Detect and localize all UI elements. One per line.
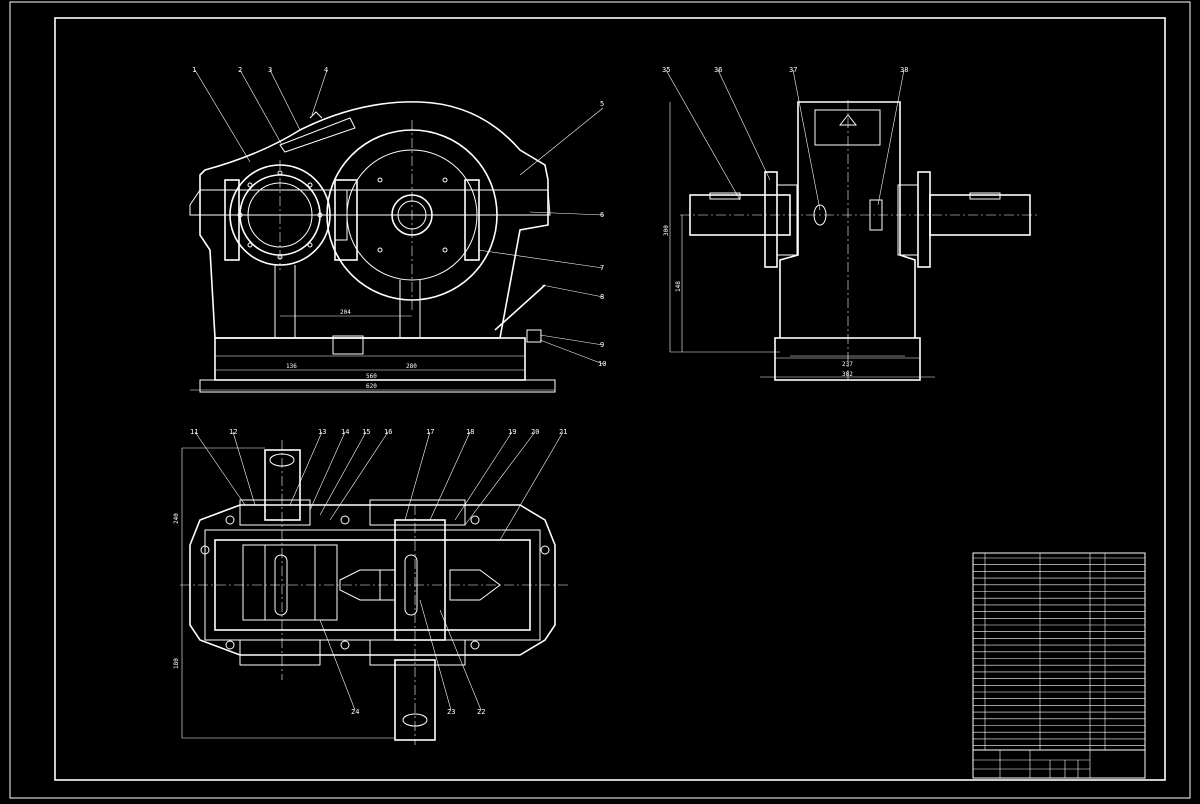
part-label: 24 — [351, 708, 359, 716]
part-label: 22 — [477, 708, 485, 716]
part-label: 17 — [426, 428, 434, 436]
dimension-value: 136 — [286, 363, 297, 370]
part-label: 20 — [531, 428, 539, 436]
dimension-values: 204 136 280 560 620 300 148 237 382 240 … — [173, 225, 853, 669]
dimension-value: 300 — [663, 225, 670, 236]
part-label: 23 — [447, 708, 455, 716]
part-label: 3 — [268, 66, 272, 74]
part-label: 19 — [508, 428, 516, 436]
dimension-value: 148 — [675, 281, 682, 292]
part-label: 13 — [318, 428, 326, 436]
dimension-value: 382 — [842, 371, 853, 378]
dimension-value: 204 — [340, 309, 351, 316]
part-label: 15 — [362, 428, 370, 436]
dimension-value: 180 — [173, 658, 180, 669]
part-label: 2 — [238, 66, 242, 74]
part-label: 37 — [789, 66, 797, 74]
part-label: 5 — [600, 100, 604, 108]
side-view — [669, 100, 1040, 381]
outer-border — [9, 1, 1191, 799]
front-view — [189, 101, 556, 393]
dimension-value: 280 — [406, 363, 417, 370]
dimension-value: 560 — [366, 373, 377, 380]
part-label: 11 — [190, 428, 198, 436]
inner-frame — [54, 17, 1166, 781]
part-label: 36 — [714, 66, 722, 74]
part-labels: 1 2 3 4 5 6 7 8 9 10 35 36 37 38 11 12 1… — [190, 66, 908, 716]
dimension-value: 240 — [173, 513, 180, 524]
dimension-value: 237 — [842, 361, 853, 368]
part-label: 10 — [598, 360, 606, 368]
part-label: 35 — [662, 66, 670, 74]
part-label: 8 — [600, 293, 604, 301]
leader-lines — [194, 69, 905, 711]
part-label: 18 — [466, 428, 474, 436]
part-label: 6 — [600, 211, 604, 219]
dimension-value: 620 — [366, 383, 377, 390]
part-label: 21 — [559, 428, 567, 436]
part-label: 7 — [600, 264, 604, 272]
part-label: 1 — [192, 66, 196, 74]
parts-list-table — [972, 552, 1146, 779]
part-label: 14 — [341, 428, 349, 436]
part-label: 12 — [229, 428, 237, 436]
part-label: 16 — [384, 428, 392, 436]
plan-view — [180, 440, 570, 745]
part-label: 9 — [600, 341, 604, 349]
part-label: 38 — [900, 66, 908, 74]
part-label: 4 — [324, 66, 328, 74]
